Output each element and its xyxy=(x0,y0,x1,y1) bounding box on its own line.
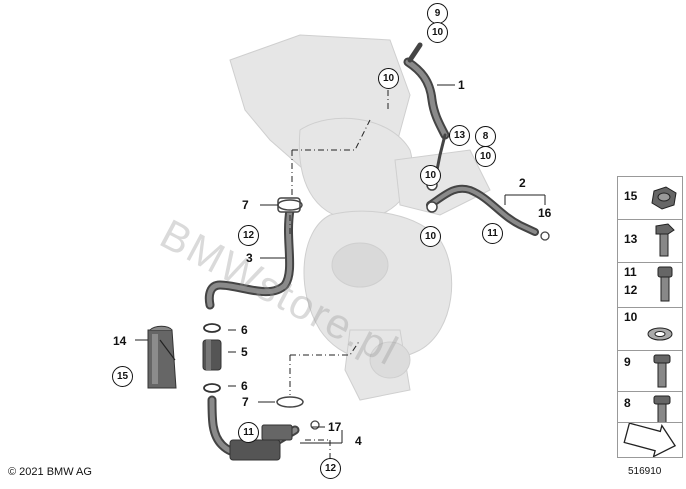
callout-8: 8 xyxy=(475,126,496,147)
seal-ring-icon xyxy=(647,327,673,341)
label-2: 2 xyxy=(519,176,526,190)
oil-pipe-3 xyxy=(204,197,301,310)
arrow-icon xyxy=(623,423,677,457)
callout-10-mid: 10 xyxy=(420,165,441,186)
label-5: 5 xyxy=(241,345,248,359)
legend-item-arrow xyxy=(617,422,683,458)
copyright: © 2021 BMW AG xyxy=(8,466,92,478)
callout-11-right: 11 xyxy=(482,223,503,244)
socket-bolt-icon xyxy=(657,266,673,302)
legend-item-13: 13 xyxy=(617,219,683,263)
oil-pipe-1 xyxy=(403,42,450,182)
label-16: 16 xyxy=(538,206,552,220)
oil-pipe-4 xyxy=(207,395,300,461)
legend-item-11-12: 11 12 xyxy=(617,262,683,308)
seal-17 xyxy=(310,420,320,430)
turbocharger-ghost xyxy=(229,34,491,401)
callout-13: 13 xyxy=(449,125,470,146)
callout-lines xyxy=(135,84,546,444)
callout-12-upper: 12 xyxy=(238,225,259,246)
label-17: 17 xyxy=(328,420,342,434)
heat-shield-14 xyxy=(147,325,177,389)
label-6-upper: 6 xyxy=(241,323,248,337)
callout-10-left: 10 xyxy=(378,68,399,89)
label-6-lower: 6 xyxy=(241,379,248,393)
label-7-lower: 7 xyxy=(242,395,249,409)
callout-15: 15 xyxy=(112,366,133,387)
callout-9: 9 xyxy=(427,3,448,24)
callout-10-right: 10 xyxy=(475,146,496,167)
seal-ring-6 xyxy=(203,323,221,393)
label-14: 14 xyxy=(113,334,127,348)
callout-10-low: 10 xyxy=(420,226,441,247)
label-3: 3 xyxy=(246,251,253,265)
label-7-upper: 7 xyxy=(242,198,249,212)
hollow-bolt-icon xyxy=(653,354,671,388)
image-number: 516910 xyxy=(628,466,662,477)
legend-item-10: 10 xyxy=(617,307,683,351)
legend-item-15: 15 xyxy=(617,176,683,220)
callout-11-lower: 11 xyxy=(238,422,259,443)
hex-bolt-icon xyxy=(655,223,675,257)
callout-12-lower: 12 xyxy=(320,458,341,479)
flange-nut-icon xyxy=(651,186,677,210)
label-1: 1 xyxy=(458,78,465,92)
callout-10-top: 10 xyxy=(427,22,448,43)
label-4: 4 xyxy=(355,434,362,448)
legend-item-9: 9 xyxy=(617,350,683,392)
gasket-7-lower xyxy=(276,396,304,408)
hollow-bolt-long-icon xyxy=(653,395,671,431)
hose-5 xyxy=(202,339,222,371)
